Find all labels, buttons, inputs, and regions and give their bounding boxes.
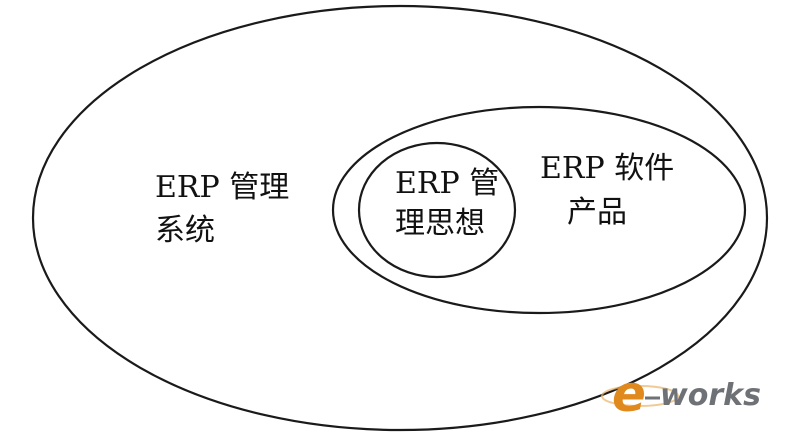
outer-ellipse-erp-system — [31, 4, 769, 432]
outer-label-line-2: 系统 — [155, 213, 215, 248]
middle-label-line-2: 产品 — [567, 195, 627, 230]
middle-label-line-1: ERP 软件 — [540, 151, 674, 186]
inner-label-line-1: ERP 管 — [395, 166, 499, 201]
watermark-e-letter: e — [612, 365, 646, 423]
inner-circle-erp-philosophy — [357, 141, 517, 279]
outer-label-line-1: ERP 管理 — [155, 170, 289, 205]
middle-ellipse-erp-software — [331, 105, 747, 315]
inner-label-line-2: 理思想 — [395, 206, 485, 241]
eworks-watermark-logo: e works — [601, 365, 761, 423]
watermark-works-text: works — [660, 378, 761, 413]
